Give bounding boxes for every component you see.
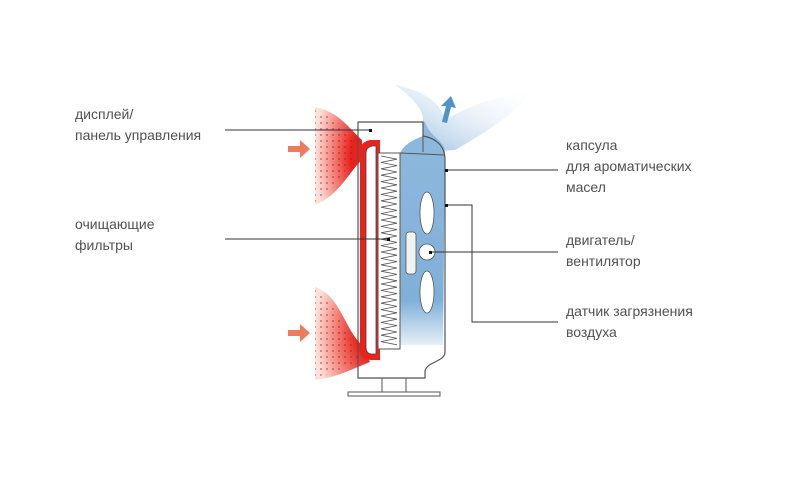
label-line: капсула <box>566 137 618 153</box>
label-pollution-sensor: датчик загрязнения воздуха <box>566 301 693 343</box>
label-line: датчик загрязнения <box>566 303 693 319</box>
label-aroma-capsule: капсула для ароматических масел <box>566 135 692 198</box>
leader-lines <box>225 129 558 323</box>
label-line: панель управления <box>75 127 202 143</box>
filter-pleats <box>380 155 398 346</box>
label-line: воздуха <box>566 324 617 340</box>
label-line: фильтры <box>75 237 133 253</box>
label-line: дисплей/ <box>75 106 134 122</box>
filter <box>377 152 401 350</box>
label-line: вентилятор <box>566 253 641 269</box>
air-in-arrow-icon <box>288 324 310 342</box>
stand <box>347 378 441 397</box>
fan <box>405 191 436 314</box>
label-line: для ароматических <box>566 158 692 174</box>
label-line: масел <box>566 179 606 195</box>
label-filters: очищающие фильтры <box>75 214 155 256</box>
housing-outline <box>357 121 446 379</box>
label-line: очищающие <box>75 216 155 232</box>
label-line: двигатель/ <box>566 232 635 248</box>
air-in-arrow-icon <box>288 140 310 158</box>
air-out-arrow-icon <box>441 96 456 123</box>
label-motor-fan: двигатель/ вентилятор <box>566 230 641 272</box>
label-display-panel: дисплей/ панель управления <box>75 104 201 146</box>
